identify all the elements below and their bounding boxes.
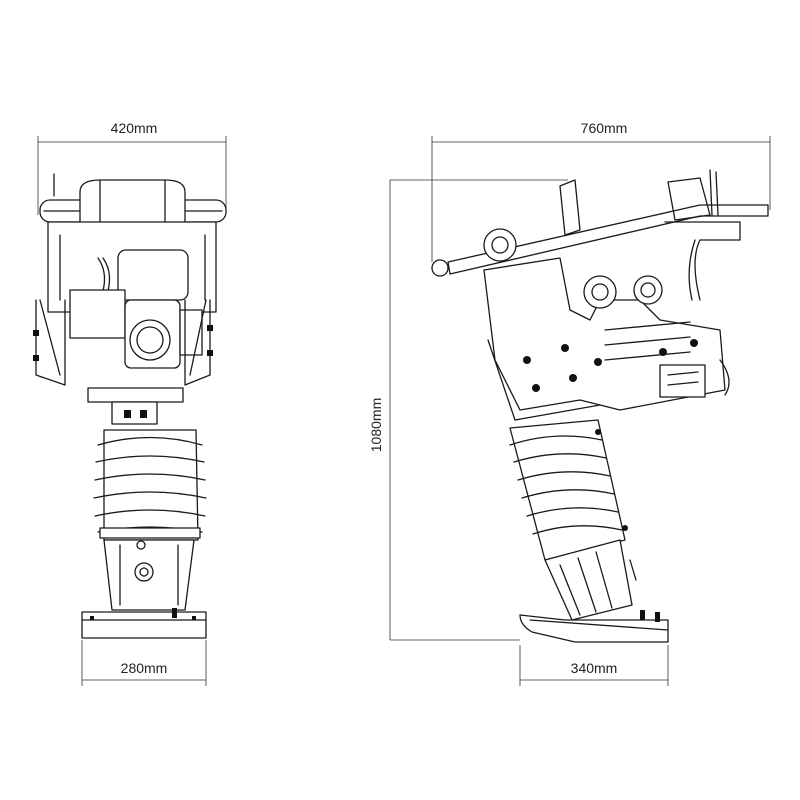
side-handle [431,169,769,301]
side-base-width-label: 340mm [571,660,618,676]
side-top-width-label: 760mm [581,120,628,136]
front-base-width-label: 280mm [121,660,168,676]
front-mounting-plate [87,387,184,425]
side-foot-plate [519,610,669,643]
front-lower-leg [103,539,195,611]
front-engine [47,221,217,369]
front-foot-plate [81,608,207,639]
side-height-label: 1080mm [368,398,384,452]
side-engine [483,228,730,421]
side-base-dimension: 340mm [519,645,669,686]
front-top-dimension: 420mm [37,120,227,215]
side-lower-leg [544,539,637,621]
front-guard-cage [33,299,213,386]
side-top-dimension: 760mm [431,120,771,262]
side-height-dimension: 1080mm [368,179,568,641]
front-base-dimension: 280mm [81,640,207,686]
side-bellows [509,419,628,561]
front-view: 420mm [33,120,227,686]
front-top-width-label: 420mm [111,120,158,136]
front-bellows [93,429,207,541]
side-view: 760mm 1080mm [368,120,771,686]
